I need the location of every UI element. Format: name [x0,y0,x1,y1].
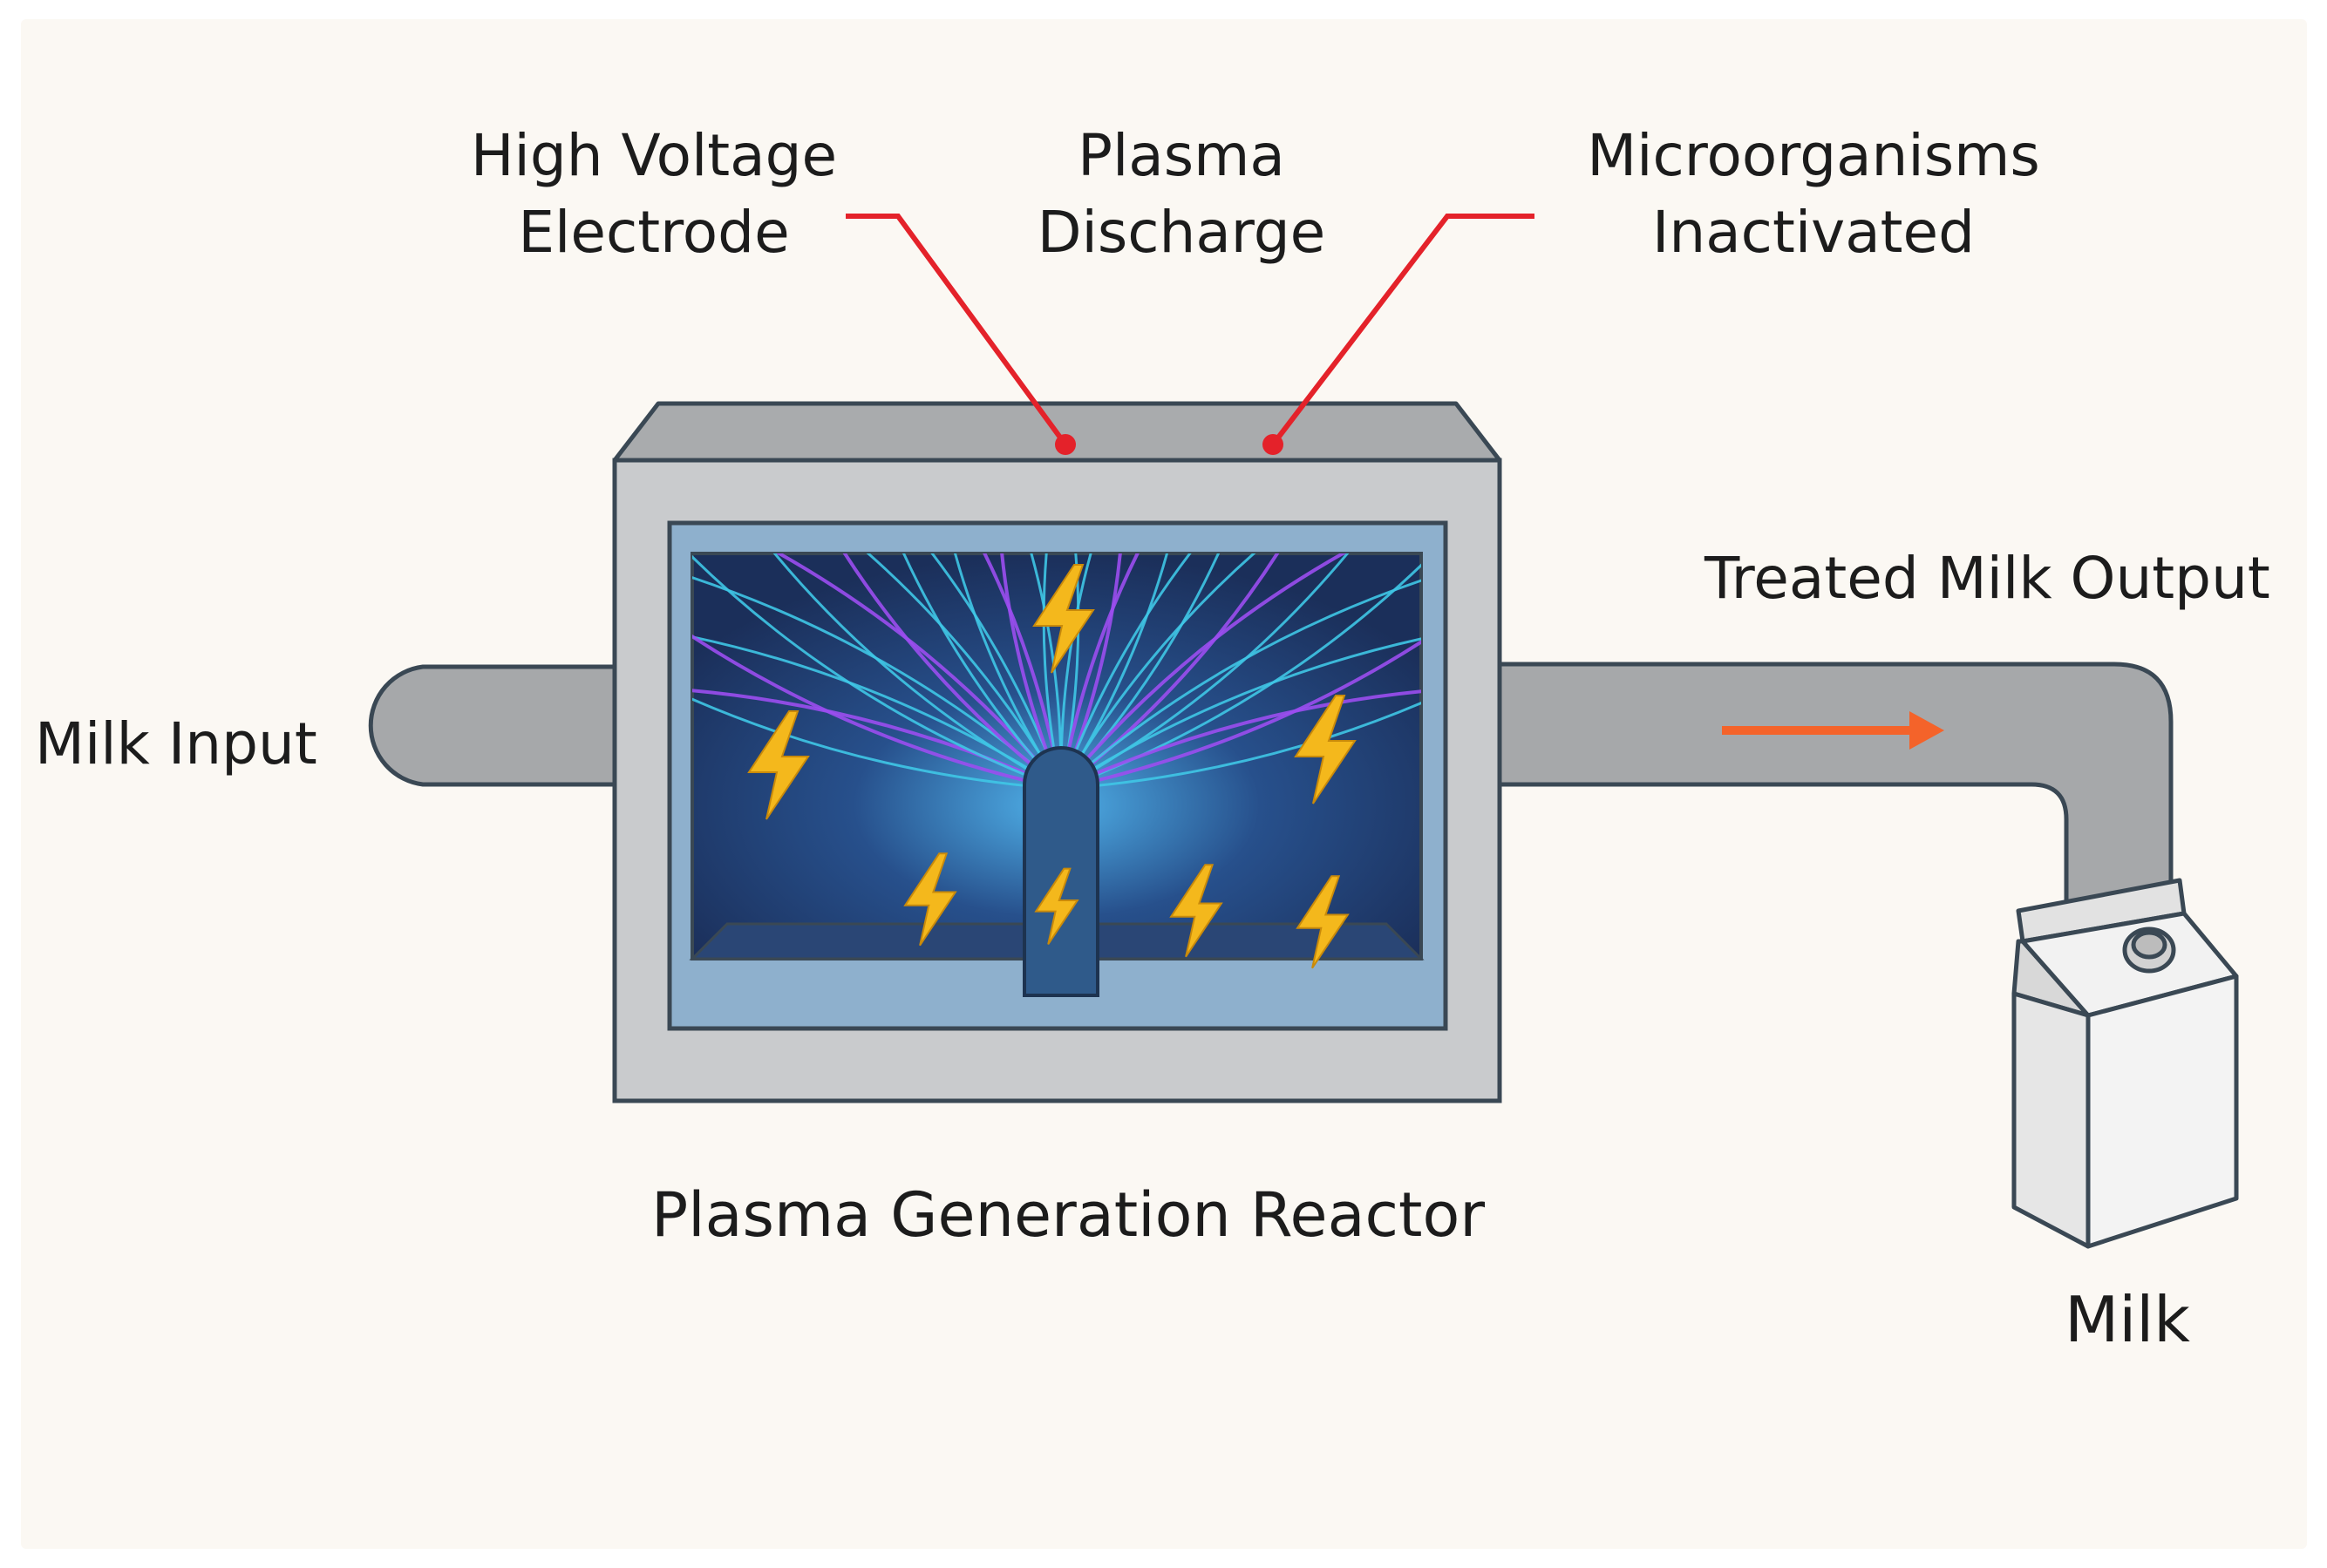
carton-front [2011,991,2091,1249]
label-plasma-discharge-line1: Plasma [1078,122,1285,189]
label-treated-milk-output: Treated Milk Output [1704,545,2270,612]
label-plasma-discharge-line2: Discharge [1037,199,1326,266]
lightning-bolt-icon [903,852,957,947]
discharge-filament [772,553,1063,791]
carton-side [2085,974,2239,1249]
discharge-filament [692,554,1063,791]
discharge-filament [842,553,1063,791]
lightning-bolt-icon [1034,867,1079,945]
label-plasma-generation-reactor: Plasma Generation Reactor [650,1179,1486,1251]
discharge-filament [953,553,1063,791]
discharge-filament [1059,701,1421,791]
carton-spout-top [2131,930,2167,960]
discharge-filament [692,697,1063,791]
discharge-filament [1059,553,1256,791]
label-microorganisms-line2: Inactivated [1651,199,1976,266]
discharge-filament [1059,579,1421,791]
lightning-bolt-icon [1296,875,1350,969]
label-milk-input: Milk Input [35,710,317,777]
discharge-filament [983,553,1063,791]
label-microorganisms-line1: Microorganisms [1587,122,2040,189]
discharge-filament [1059,553,1092,791]
leader-line-microorganisms [1262,214,1534,455]
arrow-right-icon [1722,711,1944,750]
label-high-voltage-electrode: High Voltage Electrode [445,118,863,271]
lightning-bolt-icon [1032,564,1095,674]
milk-inlet-pipe [368,664,617,787]
label-microorganisms-inactivated: Microorganisms Inactivated [1552,118,2075,271]
discharge-filament [1059,553,1122,791]
discharge-filament [902,553,1063,791]
leader-line-electrode [846,214,1076,455]
discharge-filament [1059,553,1347,791]
plasma-discharge-filaments [692,553,1421,791]
label-milk: Milk [2065,1283,2190,1356]
discharge-filament [692,634,1063,791]
discharge-filament [1059,689,1421,791]
label-plasma-discharge: Plasma Discharge [1007,118,1356,271]
discharge-filament [1042,553,1063,791]
milk-carton-icon [2011,878,2239,1249]
lightning-bolt-icon [1294,695,1357,804]
discharge-filament [1059,553,1169,791]
discharge-filament [930,553,1063,791]
discharge-filament [1059,553,1140,791]
discharge-filament [1030,553,1063,791]
label-high-voltage-line2: Electrode [518,199,790,266]
discharge-filament [866,553,1063,791]
lightning-bolts [747,564,1357,969]
label-high-voltage-line1: High Voltage [470,122,838,189]
lightning-bolt-icon [747,710,810,820]
discharge-filament [1059,637,1421,791]
plasma-reactor [612,401,1502,1103]
lightning-bolt-icon [1169,864,1223,958]
discharge-filament [1000,553,1063,791]
discharge-filament [1059,553,1192,791]
